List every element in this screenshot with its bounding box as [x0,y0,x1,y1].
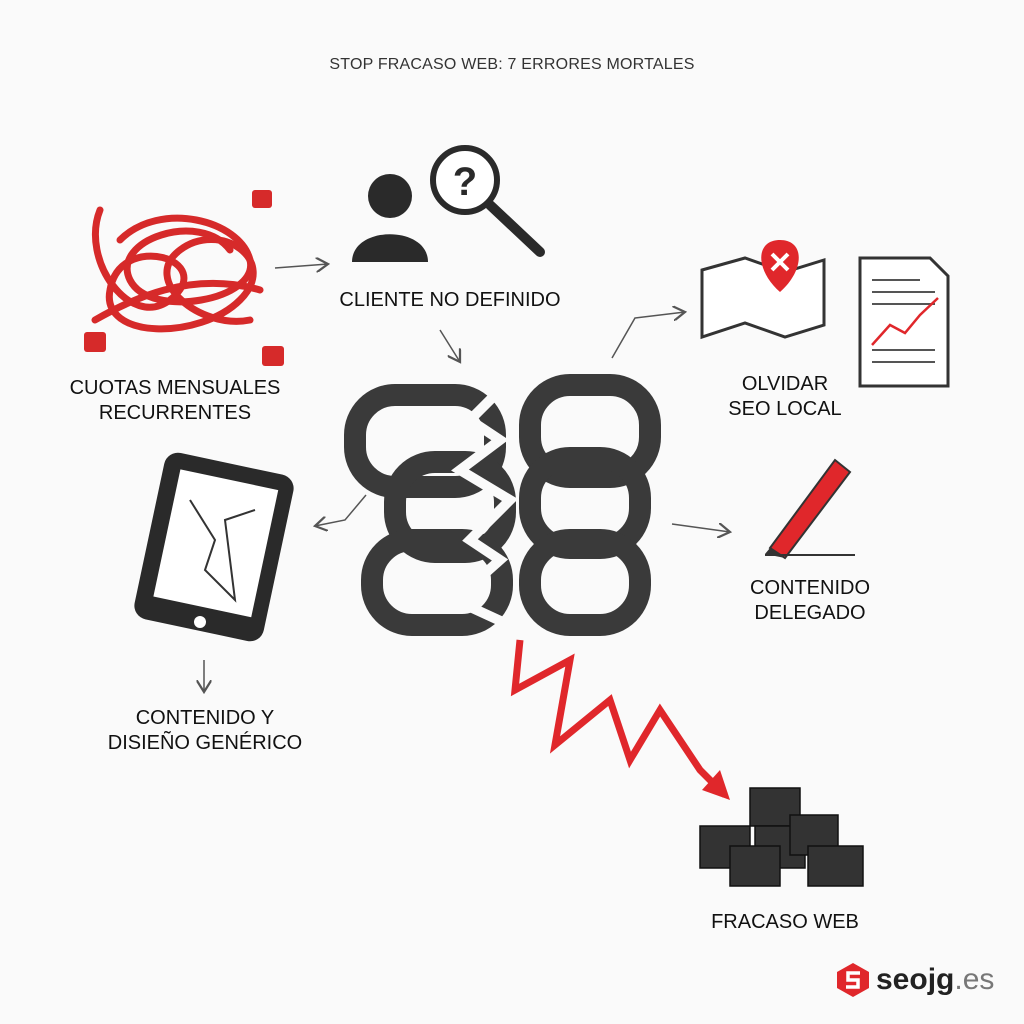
node-fracaso-label: FRACASO WEB [711,911,859,933]
red-zigzag-arrow [510,639,728,798]
broken-blocks-icon [699,787,864,887]
svg-text:?: ? [453,160,477,204]
person-question-magnifier-icon: ? [352,145,545,262]
node-cliente-label: CLIENTE NO DEFINIDO [339,289,561,311]
logo-hexagon-icon [837,963,869,997]
connector-arrows [204,264,730,692]
logo-text: seojg.es [876,963,995,996]
brand-logo: seojg.es [836,962,994,998]
pen-icon [765,458,855,560]
cracked-phone-icon [134,452,294,642]
tangled-rope-locks-icon [84,190,284,366]
diagram-title: STOP FRACASO WEB: 7 ERRORES MORTALES [329,56,695,73]
crack-line [445,366,524,635]
map-pin-x-icon [700,240,826,340]
report-chart-icon [858,256,950,388]
